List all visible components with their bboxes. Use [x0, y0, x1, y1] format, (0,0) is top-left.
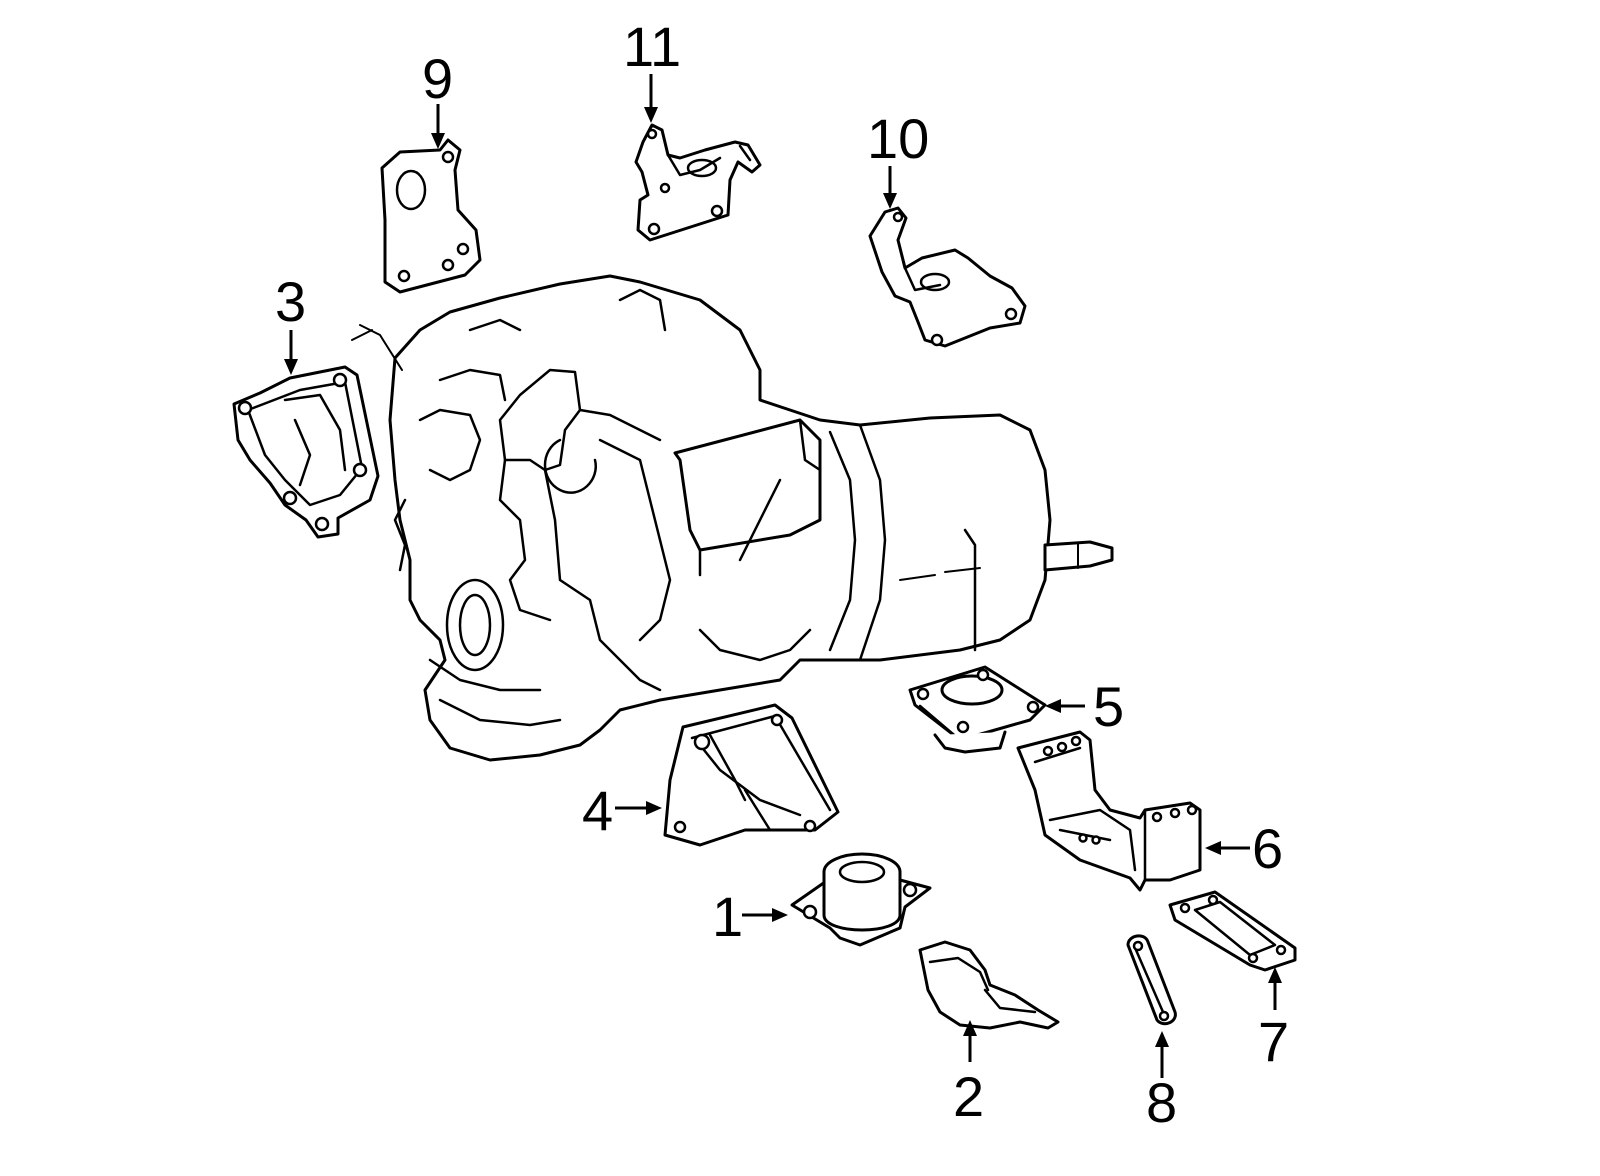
- part-7-plate: [1168, 890, 1297, 972]
- callout-8: 8: [1146, 1071, 1177, 1134]
- part-3-bracket: [232, 365, 380, 539]
- callout-6: 6: [1252, 817, 1283, 880]
- part-11-bracket: [634, 123, 762, 242]
- callout-7: 7: [1258, 1010, 1289, 1073]
- part-8-strap: [1126, 934, 1177, 1026]
- part-2-heat-shield: [918, 940, 1060, 1030]
- callout-4: 4: [582, 779, 613, 842]
- part-1-engine-mount: [790, 852, 932, 947]
- callout-11: 11: [623, 15, 681, 78]
- leader-arrows: [284, 74, 1282, 1078]
- callout-9: 9: [422, 47, 453, 110]
- part-6-crossmember: [1016, 730, 1202, 892]
- part-9-plate: [380, 138, 482, 294]
- callout-3: 3: [275, 270, 306, 333]
- callout-1: 1: [712, 885, 743, 948]
- part-4-mount-bracket: [663, 703, 840, 847]
- callout-5: 5: [1093, 675, 1124, 738]
- transmission-assembly: [351, 274, 1114, 762]
- callout-labels: 1 2 3 4 5 6 7 8 9 10 11: [275, 15, 1289, 1134]
- callout-10: 10: [867, 107, 929, 170]
- part-10-bracket: [868, 206, 1027, 348]
- callout-2: 2: [953, 1065, 984, 1128]
- part-5-transmission-mount: [908, 665, 1047, 754]
